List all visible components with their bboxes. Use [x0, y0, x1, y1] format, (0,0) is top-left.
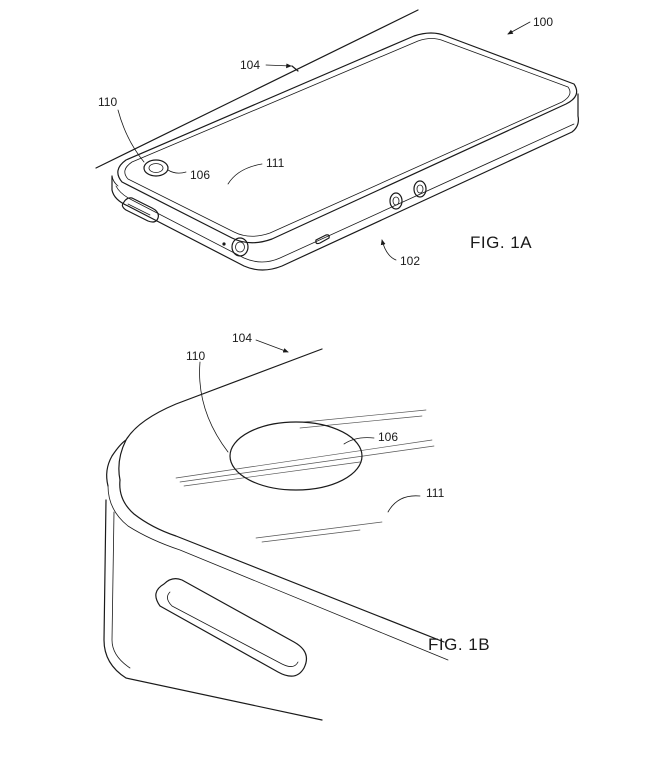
- ref-1b-110: 110: [186, 349, 205, 363]
- glare-6: [255, 521, 383, 539]
- headphone-jack-inner: [235, 241, 245, 253]
- volume-button-1-inner: [392, 196, 400, 206]
- leader-102: [380, 239, 397, 261]
- headphone-jack-outer: [231, 237, 249, 257]
- closeup-side-inner: [111, 511, 131, 669]
- closeup-side-left: [103, 499, 323, 721]
- leader-106: [167, 169, 187, 174]
- caption-fig-1a: FIG. 1A: [470, 233, 532, 252]
- glare-7: [261, 529, 361, 543]
- closeup-side-switch: [155, 578, 307, 677]
- closeup-bevel-inner: [107, 485, 449, 661]
- phone-top-face: [117, 32, 578, 244]
- phone-top-bevel: [124, 38, 571, 237]
- bracket-104-tick: [291, 65, 299, 72]
- leader-104a: [265, 63, 292, 69]
- fig-1a: 100 104 110 106 111 102 FIG. 1A: [95, 9, 579, 271]
- ref-1b-111: 111: [426, 486, 445, 500]
- leader-1b-111: [387, 495, 421, 513]
- closeup-camera-window: [229, 421, 363, 491]
- ref-100: 100: [533, 15, 553, 29]
- leader-1b-106: [343, 437, 375, 445]
- closeup-top-edge: [118, 348, 323, 481]
- phone-side-band: [111, 93, 579, 271]
- side-switch: [121, 197, 159, 223]
- glare-1: [303, 409, 427, 423]
- glare-2: [299, 415, 423, 429]
- leader-100: [507, 21, 531, 35]
- ref-110: 110: [98, 95, 117, 109]
- ref-104: 104: [240, 58, 260, 72]
- mic-hole: [222, 242, 226, 246]
- leader-110: [117, 109, 145, 163]
- bracket-104: [95, 9, 419, 169]
- phone-side-inner: [115, 123, 575, 263]
- volume-button-2: [413, 180, 427, 198]
- camera-lens-inner: [148, 163, 164, 173]
- caption-fig-1b: FIG. 1B: [428, 635, 490, 654]
- fig-1b: 104 110 106 111 FIG. 1B: [103, 331, 490, 721]
- side-port: [315, 234, 330, 245]
- phone-side-edge-left: [111, 175, 119, 187]
- ref-102: 102: [400, 254, 420, 268]
- ref-111: 111: [266, 156, 285, 170]
- ref-1b-104: 104: [232, 331, 252, 345]
- side-switch-inner: [127, 203, 151, 216]
- camera-lens: [143, 159, 169, 177]
- closeup-side-top: [106, 439, 127, 487]
- closeup-bevel-outer: [119, 479, 445, 643]
- ref-1b-106: 106: [378, 430, 398, 444]
- closeup-side-switch-inner: [167, 591, 299, 667]
- leader-1b-104: [255, 339, 289, 353]
- volume-button-2-inner: [416, 184, 424, 194]
- leader-111: [227, 163, 263, 185]
- glare-3: [175, 439, 433, 479]
- glare-4: [179, 445, 435, 483]
- glare-5: [183, 461, 361, 487]
- ref-106: 106: [190, 168, 210, 182]
- volume-button-1: [389, 192, 403, 210]
- leader-1b-110: [199, 361, 229, 453]
